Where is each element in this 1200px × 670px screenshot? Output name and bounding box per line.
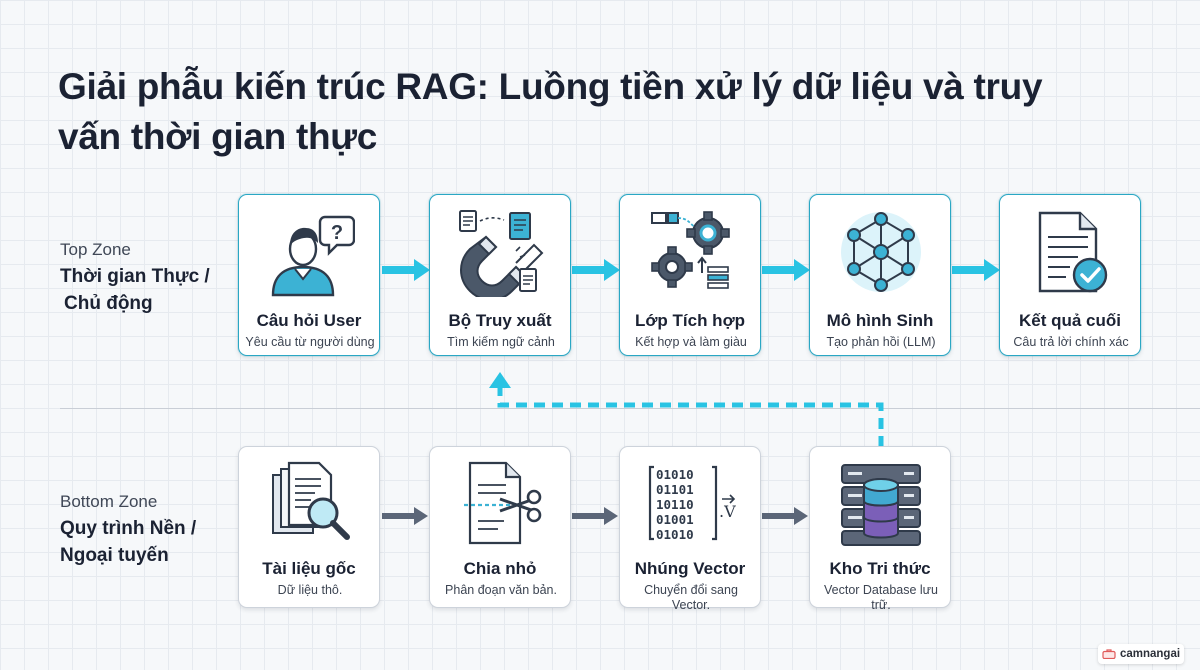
bottom-zone-title-line2: Ngoại tuyến bbox=[60, 545, 169, 566]
brand-name: camnangai bbox=[1119, 648, 1181, 660]
top-zone-title-line2: Chủ động bbox=[64, 293, 153, 314]
user-question-icon: ? bbox=[271, 215, 355, 297]
card-desc: Yêu cầu từ người dùng bbox=[245, 335, 375, 349]
binary-row: 10110 bbox=[656, 497, 694, 512]
arrow-chunking-to-embedding bbox=[572, 507, 618, 525]
card-name: Bộ Truy xuất bbox=[448, 311, 552, 330]
vector-symbol: .V bbox=[719, 502, 736, 521]
binary-vector-icon: 01010 01101 10110 01001 01010 .V bbox=[648, 465, 736, 542]
scissors-document-icon bbox=[464, 461, 542, 545]
card-name: Câu hỏi User bbox=[256, 311, 362, 330]
zone-divider bbox=[60, 408, 1200, 409]
bottom-zone-title-line1: Quy trình Nền / bbox=[60, 518, 197, 539]
neural-network-icon bbox=[841, 212, 921, 292]
card-desc: Tìm kiếm ngữ cảnh bbox=[447, 335, 555, 349]
svg-text:?: ? bbox=[331, 222, 343, 244]
card-desc: Tạo phản hồi (LLM) bbox=[826, 335, 936, 349]
card-desc: Vector Database lưu trữ. bbox=[824, 583, 938, 612]
card-name: Lớp Tích hợp bbox=[634, 311, 746, 330]
card-name: Kho Tri thức bbox=[829, 559, 931, 578]
binary-row: 01010 bbox=[656, 467, 694, 482]
card-desc: Kết hợp và làm giàu bbox=[635, 335, 747, 349]
binary-row: 01010 bbox=[656, 527, 694, 542]
binary-row: 01101 bbox=[656, 482, 694, 497]
card-desc: Chuyển đổi sang Vector. bbox=[644, 583, 738, 612]
card-knowledge-base: Kho Tri thức Vector Database lưu trữ. bbox=[809, 446, 951, 612]
documents-magnifier-icon bbox=[272, 461, 350, 540]
arrow-user-to-retriever bbox=[382, 259, 430, 281]
gears-icon bbox=[651, 211, 730, 289]
brand-badge: camnangai bbox=[1098, 644, 1184, 664]
card-vector-embedding: 01010 01101 10110 01001 01010 .V Nhúng V… bbox=[619, 446, 761, 612]
bottom-zone-label: Bottom Zone Quy trình Nền / Ngoại tuyến bbox=[60, 488, 196, 569]
card-user-question: ? Câu hỏi User Yêu cầu từ người dùng bbox=[238, 194, 380, 356]
card-name: Mô hình Sinh bbox=[826, 311, 934, 330]
top-zone-sub: Top Zone bbox=[60, 240, 131, 259]
arrow-embedding-to-knowledge-base bbox=[762, 507, 808, 525]
card-chunking: Chia nhỏ Phân đoạn văn bản. bbox=[429, 446, 571, 608]
card-source-documents: Tài liệu gốc Dữ liệu thô. bbox=[238, 446, 380, 608]
top-zone-label: Top Zone Thời gian Thực / Chủ động bbox=[60, 236, 210, 317]
card-integration-layer: Lớp Tích hợp Kết hợp và làm giàu bbox=[619, 194, 761, 356]
card-desc: Phân đoạn văn bản. bbox=[445, 583, 557, 597]
card-name: Chia nhỏ bbox=[463, 559, 537, 578]
magnet-documents-icon bbox=[459, 210, 544, 297]
card-name: Nhúng Vector bbox=[634, 559, 746, 578]
card-final-result: Kết quả cuối Câu trả lời chính xác bbox=[999, 194, 1141, 356]
bottom-zone-sub: Bottom Zone bbox=[60, 492, 158, 511]
arrow-integration-to-generator bbox=[762, 259, 810, 281]
top-zone-title-line1: Thời gian Thực / bbox=[60, 266, 210, 287]
arrow-generator-to-result bbox=[952, 259, 1000, 281]
arrow-retriever-to-integration bbox=[572, 259, 620, 281]
card-desc: Câu trả lời chính xác bbox=[1013, 335, 1129, 349]
card-name: Kết quả cuối bbox=[1018, 311, 1121, 330]
database-server-icon bbox=[841, 464, 921, 546]
dashed-retrieval-arrow bbox=[489, 372, 884, 447]
binary-row: 01001 bbox=[656, 512, 694, 527]
card-desc: Dữ liệu thô. bbox=[277, 583, 343, 597]
page-title: Giải phẫu kiến trúc RAG: Luồng tiền xử l… bbox=[58, 66, 1043, 157]
arrow-source-to-chunking bbox=[382, 507, 428, 525]
document-check-icon bbox=[1038, 211, 1108, 293]
card-name: Tài liệu gốc bbox=[262, 559, 356, 578]
briefcase-icon bbox=[1102, 649, 1116, 659]
card-retriever: Bộ Truy xuất Tìm kiếm ngữ cảnh bbox=[429, 194, 571, 356]
card-generative-model: Mô hình Sinh Tạo phản hồi (LLM) bbox=[809, 194, 951, 356]
